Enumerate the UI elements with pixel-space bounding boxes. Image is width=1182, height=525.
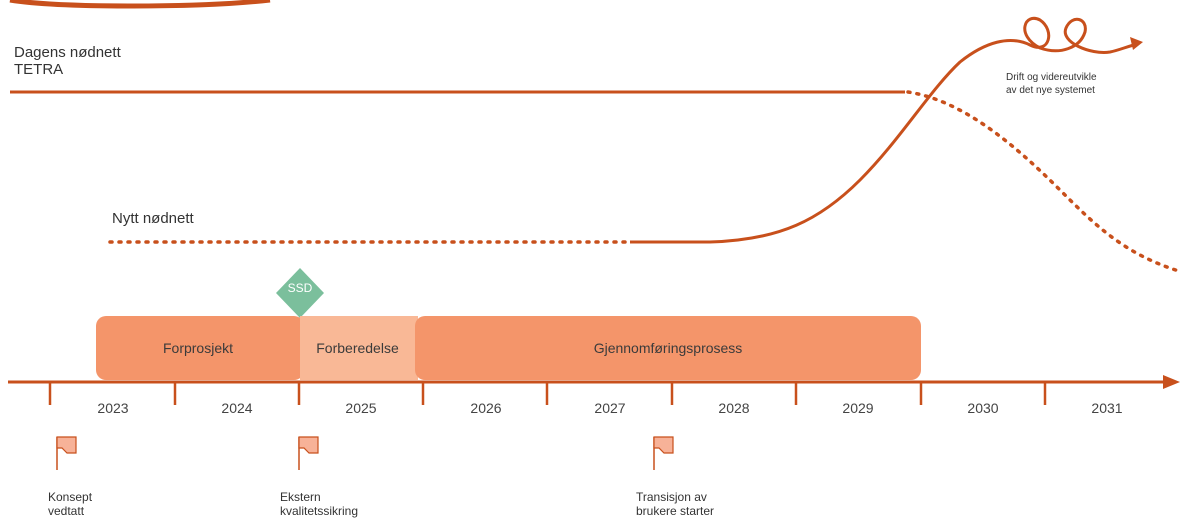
year-label: 2031 — [1091, 400, 1123, 416]
ssd-diamond — [276, 268, 324, 318]
flag-icon — [298, 436, 319, 470]
milestone-transition-line2: brukere starter — [636, 504, 715, 519]
milestone-quality-assurance-line1: Ekstern — [280, 490, 321, 504]
current-network-label-line2: TETRA — [14, 61, 64, 79]
timeline-axis-arrowhead — [1163, 375, 1180, 389]
flag-icon — [653, 436, 674, 470]
year-label: 2025 — [345, 400, 377, 416]
year-label: 2029 — [842, 400, 874, 416]
title-fragment — [9, 0, 271, 9]
year-label: 2030 — [967, 400, 999, 416]
current-network-label-line1: Dagens nødnett — [14, 44, 121, 61]
flag-icon — [56, 436, 77, 470]
phase-forberedelse-box — [300, 316, 418, 380]
new-network-label: Nytt nødnett — [112, 210, 194, 227]
phase-forberedelse: Forberedelse — [316, 340, 399, 356]
milestone-concept: Konsept vedtatt — [48, 490, 92, 519]
milestone-transition: Transisjon av brukere starter — [636, 490, 714, 519]
phase-forprosjekt: Forprosjekt — [162, 340, 234, 356]
milestone-concept-line1: Konsept — [48, 490, 93, 504]
year-label: 2026 — [470, 400, 502, 416]
year-label: 2024 — [221, 400, 253, 416]
operations-annotation-line2: av det nye systemet — [1006, 84, 1095, 96]
new-network-line — [630, 16, 1139, 244]
operations-annotation-line1: Drift og videreutvikle — [1006, 72, 1097, 83]
phase-gjennomforingsprosess: Gjennomføringsprosess — [593, 340, 743, 356]
ssd-badge-label: SSD — [287, 281, 313, 295]
year-label: 2028 — [718, 400, 750, 416]
milestone-transition-line1: Transisjon av — [636, 490, 707, 504]
milestone-concept-line2: vedtatt — [48, 504, 85, 519]
year-label: 2027 — [594, 400, 626, 416]
milestone-quality-assurance-line2: kvalitetssikring — [280, 504, 359, 519]
phase-forprosjekt-box — [96, 316, 304, 380]
current-network-label: Dagens nødnett TETRA — [14, 44, 121, 79]
phase-gjennomforing-box — [415, 316, 921, 380]
operations-annotation: Drift og videreutvikle av det nye system… — [1006, 72, 1097, 97]
current-network-decline-line — [906, 90, 1182, 274]
timeline-ticks — [48, 382, 1047, 405]
milestone-quality-assurance: Ekstern kvalitetssikring — [280, 490, 358, 519]
new-network-arrowhead — [1130, 37, 1143, 50]
year-label: 2023 — [97, 400, 129, 416]
